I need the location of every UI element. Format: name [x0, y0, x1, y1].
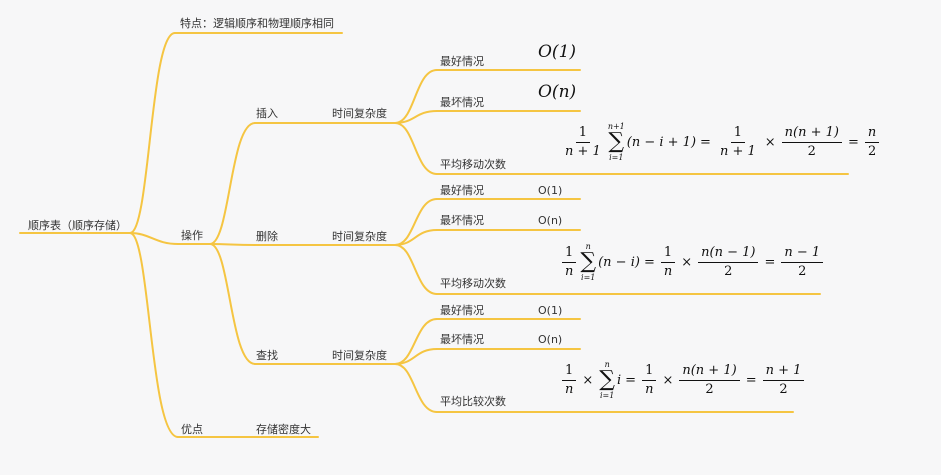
delete-sum-symbol: n∑i=1 [580, 242, 597, 282]
insert-eq-2: = [847, 134, 859, 150]
branch-insert [209, 122, 256, 245]
delete-worst-branch [394, 229, 438, 246]
insert-sum-term: (n − i + 1) [626, 134, 697, 150]
delete-complexity-node[interactable]: 时间复杂度 [332, 230, 387, 243]
delete-frac-3: n(n − 1)2 [698, 245, 759, 280]
insert-worst-value: O(n) [538, 82, 577, 102]
search-worst-branch [394, 348, 438, 365]
delete-worst-value: O(n) [538, 214, 563, 227]
insert-sum-symbol: n+1∑i=1 [607, 122, 625, 162]
advantage-value-node[interactable]: 存储密度大 [256, 423, 311, 436]
search-avg-branch [394, 363, 438, 413]
branch-feature [129, 32, 176, 234]
search-sum-symbol: n∑i=1 [599, 360, 615, 400]
branch-operations [129, 232, 179, 245]
delete-worst-node[interactable]: 最坏情况 [440, 214, 484, 227]
search-average-node[interactable]: 平均比较次数 [440, 395, 506, 408]
insert-times: × [764, 134, 776, 150]
search-times-1: × [582, 372, 594, 388]
insert-node[interactable]: 插入 [256, 107, 278, 120]
insert-worst-branch [394, 110, 438, 124]
delete-avg-branch [394, 244, 438, 295]
root-node[interactable]: 顺序表（顺序存储） [28, 219, 127, 232]
search-best-branch [394, 318, 438, 365]
search-best-value: O(1) [538, 304, 563, 317]
search-sum-term: i [617, 372, 622, 388]
search-frac-3: n(n + 1)2 [679, 363, 740, 398]
delete-eq-1: = [643, 254, 655, 270]
search-complexity-node[interactable]: 时间复杂度 [332, 349, 387, 362]
insert-best-value: O(1) [538, 42, 577, 62]
advantage-node[interactable]: 优点 [181, 423, 203, 436]
delete-eq-2: = [764, 254, 776, 270]
delete-times: × [681, 254, 693, 270]
insert-worst-node[interactable]: 最坏情况 [440, 96, 484, 109]
search-eq-2: = [745, 372, 757, 388]
insert-best-node[interactable]: 最好情况 [440, 55, 484, 68]
delete-average-node[interactable]: 平均移动次数 [440, 277, 506, 290]
delete-best-node[interactable]: 最好情况 [440, 184, 484, 197]
insert-average-node[interactable]: 平均移动次数 [440, 158, 506, 171]
insert-best-branch [394, 69, 438, 124]
insert-eq-1: = [700, 134, 711, 150]
operations-node[interactable]: 操作 [181, 229, 203, 242]
insert-complexity-node[interactable]: 时间复杂度 [332, 107, 387, 120]
search-eq-1: = [625, 372, 637, 388]
search-worst-node[interactable]: 最坏情况 [440, 333, 484, 346]
insert-frac-3: n(n + 1)2 [781, 125, 842, 160]
feature-node[interactable]: 特点：逻辑顺序和物理顺序相同 [180, 17, 334, 30]
branch-delete [209, 243, 256, 246]
delete-node[interactable]: 删除 [256, 230, 278, 243]
branch-advantage [129, 232, 179, 438]
delete-best-value: O(1) [538, 184, 563, 197]
branch-search [209, 243, 256, 365]
search-node[interactable]: 查找 [256, 349, 278, 362]
search-best-node[interactable]: 最好情况 [440, 304, 484, 317]
search-worst-value: O(n) [538, 333, 563, 346]
insert-avg-branch [394, 122, 438, 175]
search-times-2: × [662, 372, 674, 388]
delete-sum-term: (n − i) [598, 254, 640, 270]
